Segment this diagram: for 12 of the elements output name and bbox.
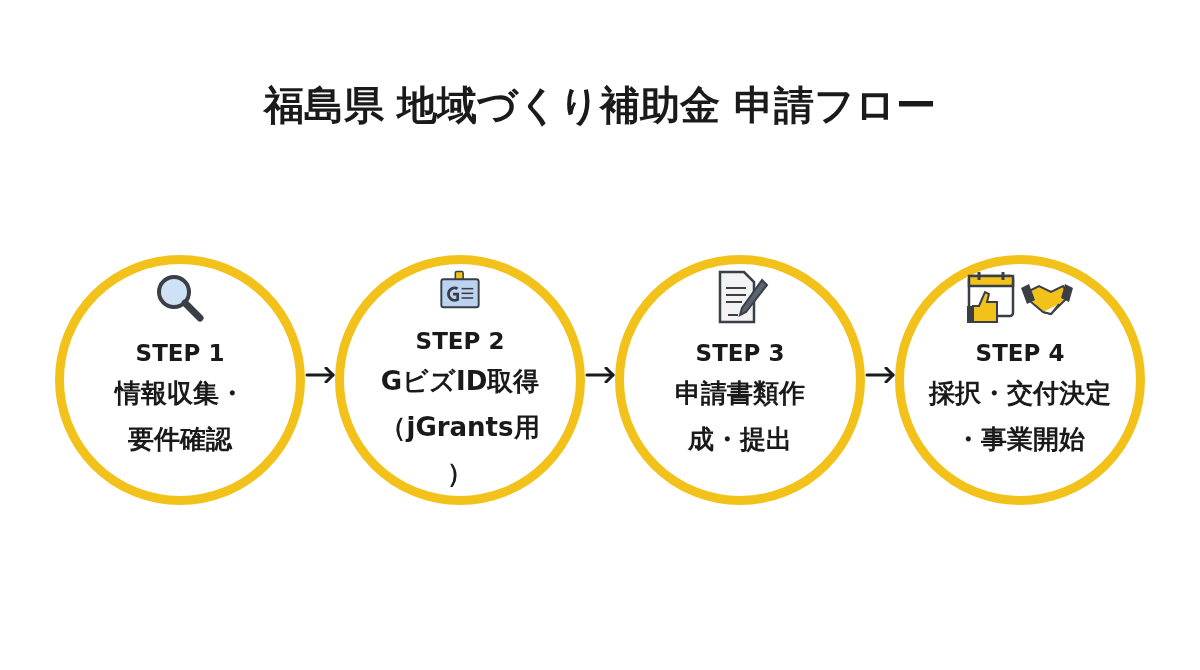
step-text: 採択・交付決定・事業開始 (927, 377, 1112, 456)
step-text: 情報収集・要件確認 (113, 377, 246, 456)
arrow (585, 366, 615, 384)
step-text: GビズID取得（jGrants用） (379, 365, 541, 490)
arrow (305, 366, 335, 384)
step-number: STEP 3 (695, 339, 785, 368)
step-number: STEP 1 (135, 339, 225, 368)
step-text: 申請書類作成・提出 (674, 377, 806, 456)
step-number: STEP 4 (975, 339, 1065, 368)
arrow (865, 366, 895, 384)
title: 福島県 地域づくり補助金 申請フロー (263, 81, 937, 130)
step-number: STEP 2 (415, 327, 505, 356)
